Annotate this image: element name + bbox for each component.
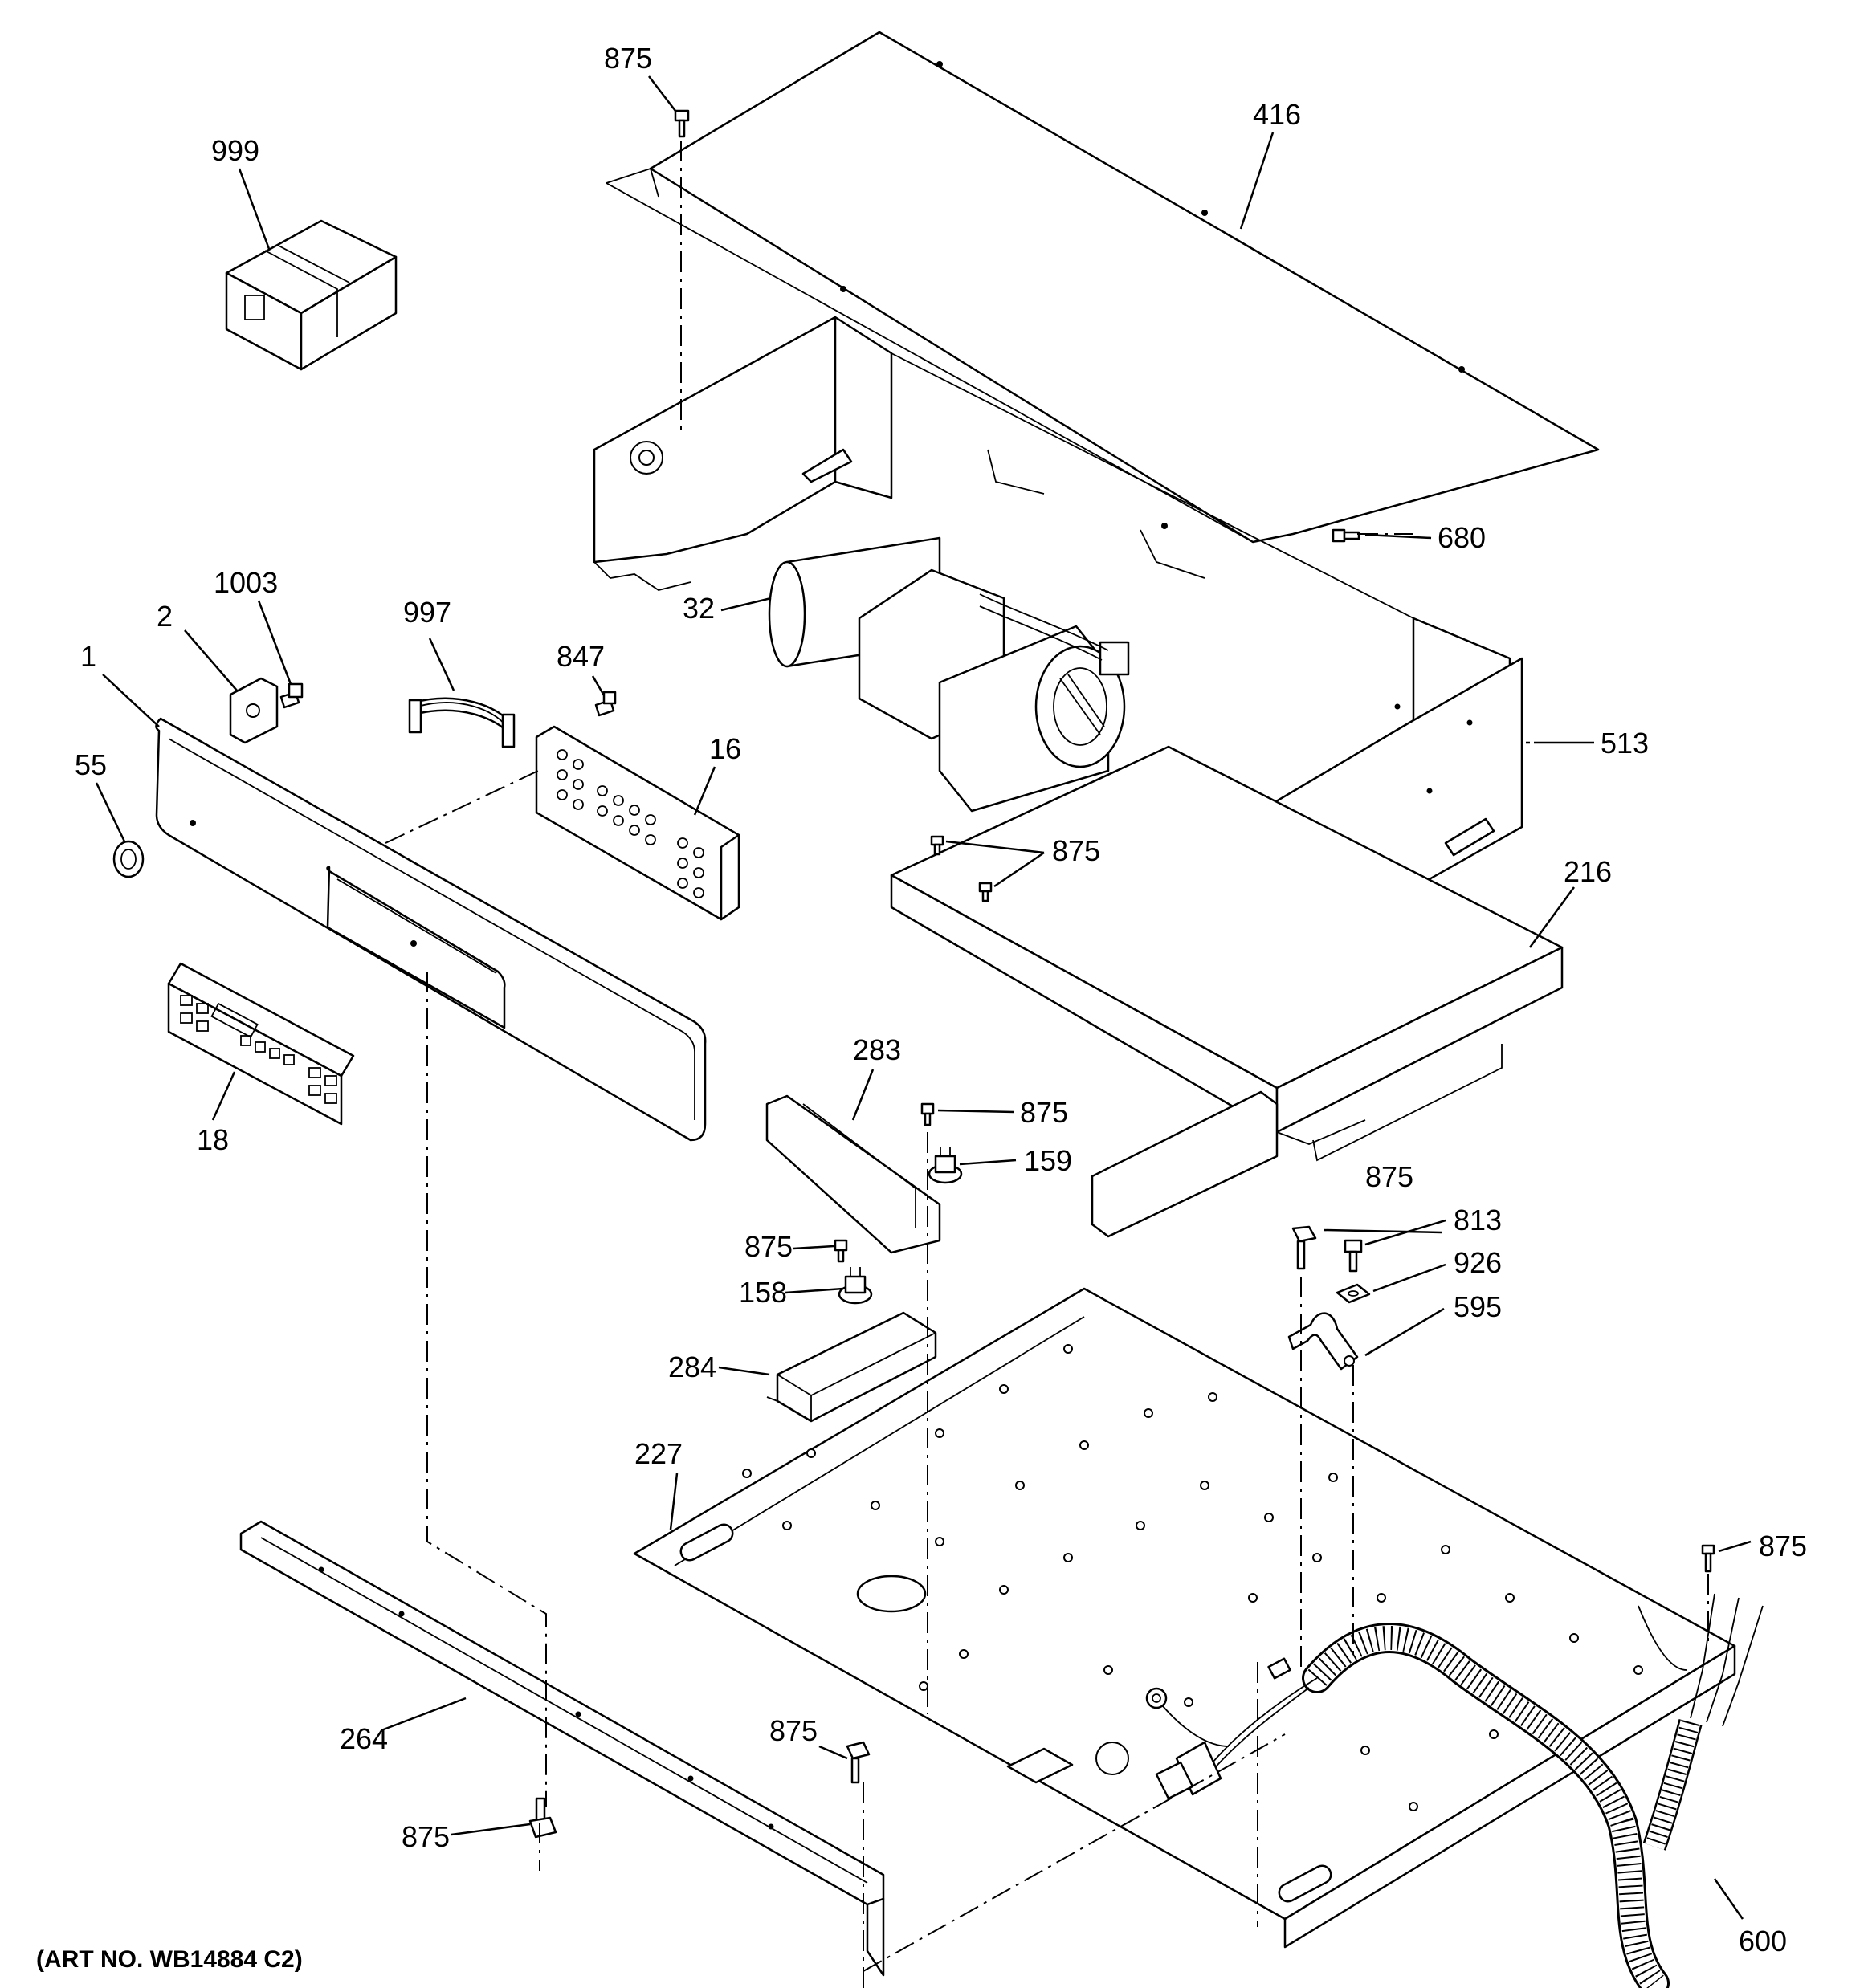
art-number-caption: (ART NO. WB14884 C2): [36, 1946, 303, 1973]
screw-680: [1332, 528, 1360, 543]
callout-875-mid: 875: [1052, 834, 1100, 867]
part-2-bracket: [229, 677, 279, 744]
screw-875-b: [834, 1239, 848, 1263]
callout-labels: 875 416 999 680 32 1003 2 997 847 1 16 5…: [75, 42, 1807, 1957]
callout-813: 813: [1454, 1204, 1502, 1236]
callout-875-e: 875: [769, 1714, 818, 1747]
part-1-control-panel: [155, 717, 707, 1142]
callout-999: 999: [211, 134, 259, 167]
part-600-power-cord: [1145, 1593, 1764, 1988]
screw-875-top: [674, 109, 690, 138]
leader-lines: [95, 75, 1752, 1920]
callout-55: 55: [75, 748, 107, 781]
part-18-keypad: [167, 962, 355, 1126]
callout-416: 416: [1253, 98, 1301, 131]
callout-158: 158: [739, 1276, 787, 1309]
screw-875-c: [1291, 1225, 1317, 1270]
callout-926: 926: [1454, 1246, 1502, 1279]
part-999-box: [225, 219, 398, 371]
part-264-front-rail: [239, 1520, 885, 1977]
screw-875-e: [846, 1741, 871, 1784]
screw-875-d: [1701, 1544, 1715, 1573]
screw-875-mid-2: [978, 882, 993, 902]
callout-997: 997: [403, 596, 451, 629]
screw-875-a: [920, 1102, 935, 1126]
part-847-screw: [594, 691, 617, 717]
part-227-bottom-pan: [633, 1287, 1736, 1949]
screw-875-group: [528, 109, 1715, 1839]
part-284-bracket: [766, 1311, 937, 1423]
part-813-screw: [1344, 1239, 1363, 1273]
callout-847: 847: [557, 640, 605, 673]
part-1003-screw: [279, 682, 304, 709]
callout-513: 513: [1601, 727, 1649, 760]
callout-595: 595: [1454, 1290, 1502, 1323]
alignment-lines: [385, 141, 1709, 1988]
part-159-thermostat: [928, 1147, 963, 1184]
part-926-washer: [1336, 1283, 1371, 1304]
callout-283: 283: [853, 1033, 901, 1066]
callout-32: 32: [683, 592, 715, 625]
callout-875-b: 875: [744, 1230, 793, 1263]
callout-284: 284: [668, 1350, 716, 1383]
callout-875-a: 875: [1020, 1096, 1068, 1129]
part-595-clamp: [1287, 1312, 1359, 1371]
part-16-control-board: [535, 725, 740, 921]
callout-227: 227: [634, 1437, 683, 1470]
part-32-blower-motor: [768, 536, 1130, 813]
callout-875-d: 875: [1759, 1530, 1807, 1562]
callout-1003: 1003: [214, 566, 278, 599]
part-997-harness: [408, 697, 516, 748]
callout-600: 600: [1739, 1925, 1787, 1957]
callout-216: 216: [1564, 855, 1612, 888]
callout-18: 18: [197, 1123, 229, 1156]
callout-1: 1: [80, 640, 96, 673]
screw-875-f: [528, 1797, 557, 1839]
callout-16: 16: [709, 732, 741, 765]
callout-875-top: 875: [604, 42, 652, 75]
part-55-grommet: [112, 840, 145, 878]
screw-875-mid-1: [930, 835, 944, 856]
callout-2: 2: [157, 600, 173, 633]
callout-264: 264: [340, 1722, 388, 1755]
callout-875-c: 875: [1365, 1160, 1413, 1193]
callout-875-f: 875: [402, 1820, 450, 1853]
part-216-tray: [890, 745, 1564, 1238]
part-158-thermostat: [838, 1267, 873, 1305]
callout-680: 680: [1438, 521, 1486, 554]
part-283-bracket: [765, 1094, 941, 1254]
callout-159: 159: [1024, 1144, 1072, 1177]
